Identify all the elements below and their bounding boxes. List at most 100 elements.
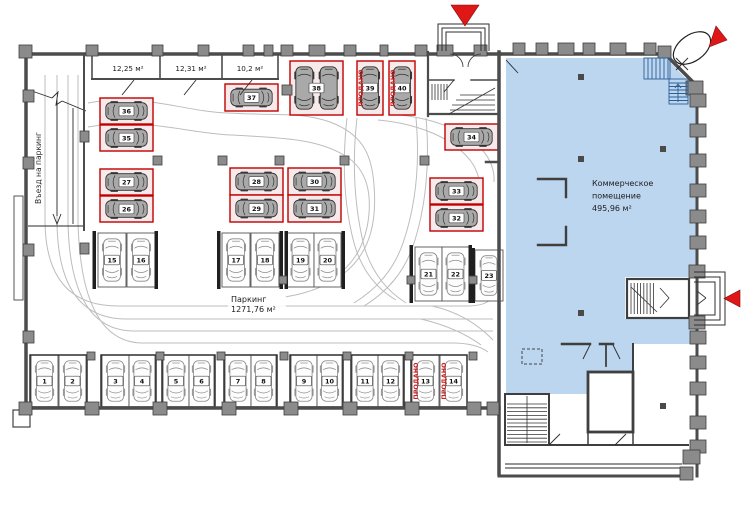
entrance-marker-corner <box>708 25 728 48</box>
space-number-plate: 2 <box>64 375 81 387</box>
parking-space-37[interactable]: 37 <box>224 83 279 112</box>
columns-layer <box>18 42 707 481</box>
space-number: 15 <box>107 257 117 265</box>
parking-space-19[interactable]: 19 <box>286 232 315 288</box>
commercial-space[interactable] <box>506 58 697 394</box>
commercial-name-line2: помещение <box>592 192 641 201</box>
parking-space-31[interactable]: 31 <box>287 194 342 223</box>
space-number: 12 <box>386 378 395 386</box>
space-number-plate: 4 <box>134 375 150 387</box>
space-number: 18 <box>260 257 270 265</box>
space-number: 21 <box>424 271 434 279</box>
space-number: 29 <box>252 205 262 213</box>
space-number-plate: 19 <box>292 254 309 266</box>
space-number-plate: 26 <box>118 203 135 215</box>
parking-space-32[interactable]: 32 <box>429 204 484 232</box>
space-number: 30 <box>310 178 320 186</box>
parking-space-27[interactable]: 27 <box>99 168 154 196</box>
stairwell-top <box>431 53 496 115</box>
parking-space-11[interactable]: 11 <box>351 354 379 408</box>
storage-room-label-2: 12,31 м² <box>175 64 206 73</box>
parking-space-36[interactable]: 36 <box>99 97 154 125</box>
space-number-plate: 11 <box>357 375 373 387</box>
parking-space-30[interactable]: 30 <box>287 167 342 196</box>
space-number: 27 <box>122 179 131 187</box>
space-number-plate: 14 <box>445 375 462 387</box>
parking-space-28[interactable]: 28 <box>229 167 284 196</box>
space-number: 40 <box>397 85 407 93</box>
parking-space-10[interactable]: 10 <box>316 354 343 408</box>
commercial-area-fill <box>506 58 697 394</box>
storage-room-label-1: 12,25 м² <box>112 64 143 73</box>
parking-space-21[interactable]: 21 <box>414 246 443 302</box>
space-number-plate: 3 <box>107 375 124 387</box>
parking-space-16[interactable]: 16 <box>126 232 156 288</box>
stairs-bottom <box>507 396 547 443</box>
parking-space-35[interactable]: 35 <box>99 124 154 152</box>
space-number: 31 <box>310 205 320 213</box>
parking-space-9[interactable]: 9 <box>290 354 318 408</box>
parking-space-22[interactable]: 22 <box>441 246 470 302</box>
space-number-plate: 8 <box>255 375 272 387</box>
stairs-commercial-top <box>643 57 689 105</box>
parking-space-26[interactable]: 26 <box>99 195 154 223</box>
parking-space-5[interactable]: 5 <box>162 354 190 408</box>
space-number: 35 <box>122 135 132 143</box>
space-number: 33 <box>452 188 461 196</box>
parking-space-18[interactable]: 18 <box>250 232 280 288</box>
space-number: 8 <box>261 378 266 386</box>
parking-space-17[interactable]: 17 <box>221 232 251 288</box>
space-number-plate: 30 <box>306 176 323 187</box>
parking-space-3[interactable]: 3 <box>101 354 130 408</box>
space-number-plate: 10 <box>321 375 338 387</box>
parking-space-34[interactable]: 34 <box>444 123 499 151</box>
space-number: 26 <box>122 206 132 214</box>
parking-space-2[interactable]: 2 <box>58 354 87 408</box>
space-number: 16 <box>136 257 146 265</box>
parking-space-8[interactable]: 8 <box>250 354 277 408</box>
space-number-plate: 29 <box>248 203 265 214</box>
parking-space-6[interactable]: 6 <box>188 354 215 408</box>
dashed-zone <box>521 348 543 365</box>
space-number: 6 <box>199 378 204 386</box>
parking-space-15[interactable]: 15 <box>97 232 127 288</box>
parking-label-backing <box>228 293 286 316</box>
parking-space-38[interactable]: 38 <box>289 60 344 116</box>
parking-space-1[interactable]: 1 <box>30 354 59 408</box>
parking-space-4[interactable]: 4 <box>128 354 156 408</box>
space-number-plate: 33 <box>448 185 465 197</box>
space-number-plate: 34 <box>463 131 480 143</box>
space-number: 11 <box>360 378 370 386</box>
space-number-plate: 5 <box>168 375 184 387</box>
entrance-porch-top <box>437 23 490 51</box>
space-number: 22 <box>451 271 460 279</box>
corner-door <box>675 57 689 71</box>
space-number-plate: 28 <box>248 176 265 187</box>
space-number-plate: 22 <box>447 268 464 280</box>
space-number: 10 <box>325 378 335 386</box>
parking-space-7[interactable]: 7 <box>224 354 252 408</box>
labels-layer: Въезд на паркинг 12,25 м² 12,31 м² 10,2 … <box>34 64 653 316</box>
parking-space-12[interactable]: 12 <box>377 354 404 408</box>
parking-space-33[interactable]: 33 <box>429 177 484 205</box>
space-number-plate: 15 <box>104 254 120 266</box>
space-number-plate: 20 <box>319 254 336 266</box>
storage-room-label-3: 10,2 м² <box>237 64 264 73</box>
space-number-plate: 16 <box>133 254 149 266</box>
stairs-layer <box>431 53 707 443</box>
space-number-plate: 36 <box>118 105 135 117</box>
parking-space-29[interactable]: 29 <box>229 194 284 223</box>
parking-space-20[interactable]: 20 <box>313 232 342 288</box>
parking-space-23[interactable]: 23 <box>474 249 504 302</box>
space-number: 5 <box>174 378 179 386</box>
parking-area-label: 1271,76 м² <box>231 305 276 314</box>
space-number-plate: 13 <box>417 375 434 387</box>
space-number-plate: 35 <box>118 132 135 144</box>
